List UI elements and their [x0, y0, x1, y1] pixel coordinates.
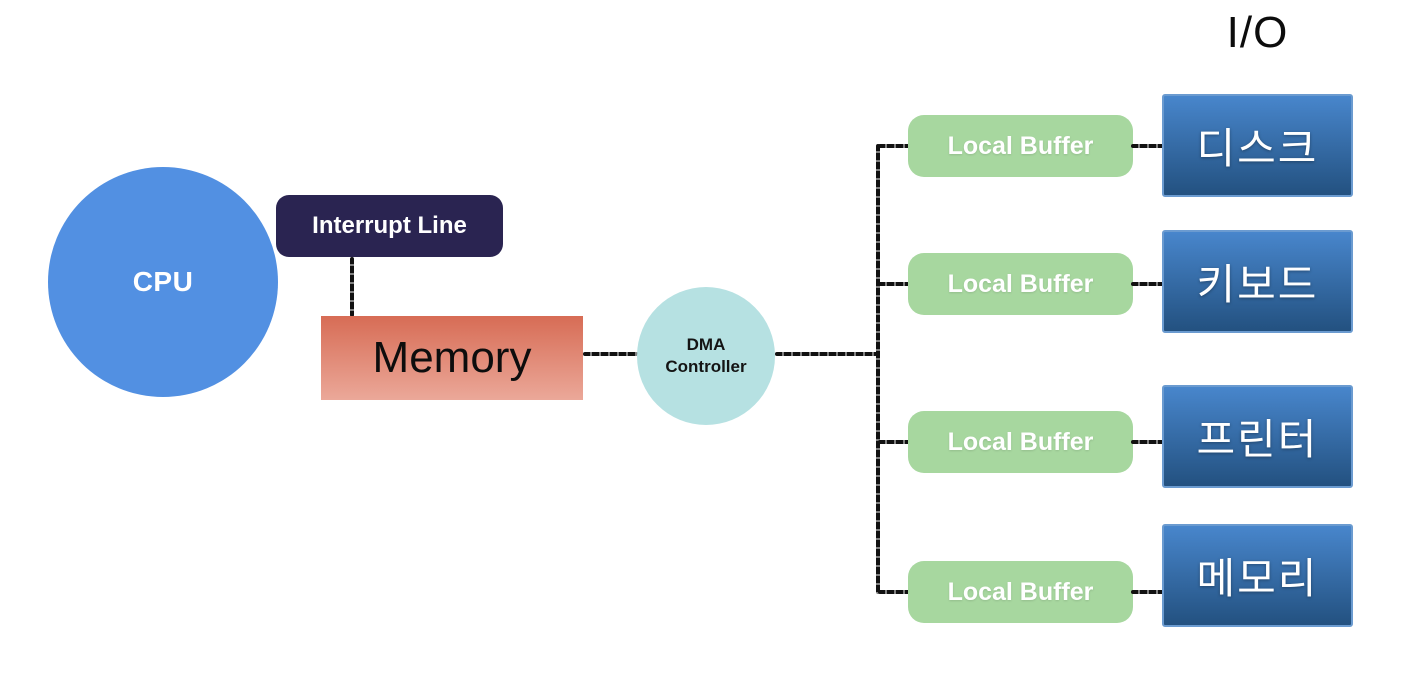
connector-trunk-buffer-4 — [878, 590, 910, 594]
connector-buffer-device-3 — [1131, 440, 1164, 444]
memory-node: Memory — [321, 316, 583, 400]
connector-memory-dma — [583, 352, 638, 356]
interrupt-line-label: Interrupt Line — [312, 212, 467, 239]
dma-label-line2: Controller — [665, 357, 747, 376]
local-buffer-node-3: Local Buffer — [908, 411, 1133, 473]
connector-dma-trunk — [775, 352, 878, 356]
device-label-disk: 디스크 — [1196, 125, 1319, 172]
trunk-line — [876, 144, 880, 594]
device-label-printer: 프린터 — [1196, 416, 1319, 463]
device-label-memory: 메모리 — [1196, 555, 1319, 602]
connector-trunk-buffer-2 — [878, 282, 910, 286]
io-column-label: I/O — [1226, 8, 1289, 57]
connector-trunk-buffer-3 — [878, 440, 910, 444]
interrupt-line-node: Interrupt Line — [276, 195, 503, 257]
local-buffer-node-2: Local Buffer — [908, 253, 1133, 315]
local-buffer-label-3: Local Buffer — [947, 427, 1094, 456]
local-buffer-node-1: Local Buffer — [908, 115, 1133, 177]
cpu-label: CPU — [132, 266, 194, 297]
device-node-printer: 프린터 — [1162, 385, 1353, 488]
memory-label: Memory — [372, 333, 532, 382]
local-buffer-label-1: Local Buffer — [947, 131, 1094, 160]
connector-buffer-device-1 — [1131, 144, 1164, 148]
connector-buffer-device-2 — [1131, 282, 1164, 286]
local-buffer-node-4: Local Buffer — [908, 561, 1133, 623]
cpu-node: CPU — [48, 167, 278, 397]
connector-buffer-device-4 — [1131, 590, 1164, 594]
connector-trunk-buffer-1 — [878, 144, 910, 148]
device-node-disk: 디스크 — [1162, 94, 1353, 197]
dma-controller-node: DMA Controller — [637, 287, 775, 425]
local-buffer-label-2: Local Buffer — [947, 269, 1094, 298]
device-node-keyboard: 키보드 — [1162, 230, 1353, 333]
dma-label-line1: DMA — [686, 334, 726, 354]
local-buffer-label-4: Local Buffer — [947, 577, 1094, 606]
device-label-keyboard: 키보드 — [1196, 261, 1319, 308]
connector-interrupt-memory — [350, 257, 354, 317]
device-node-memory: 메모리 — [1162, 524, 1353, 627]
